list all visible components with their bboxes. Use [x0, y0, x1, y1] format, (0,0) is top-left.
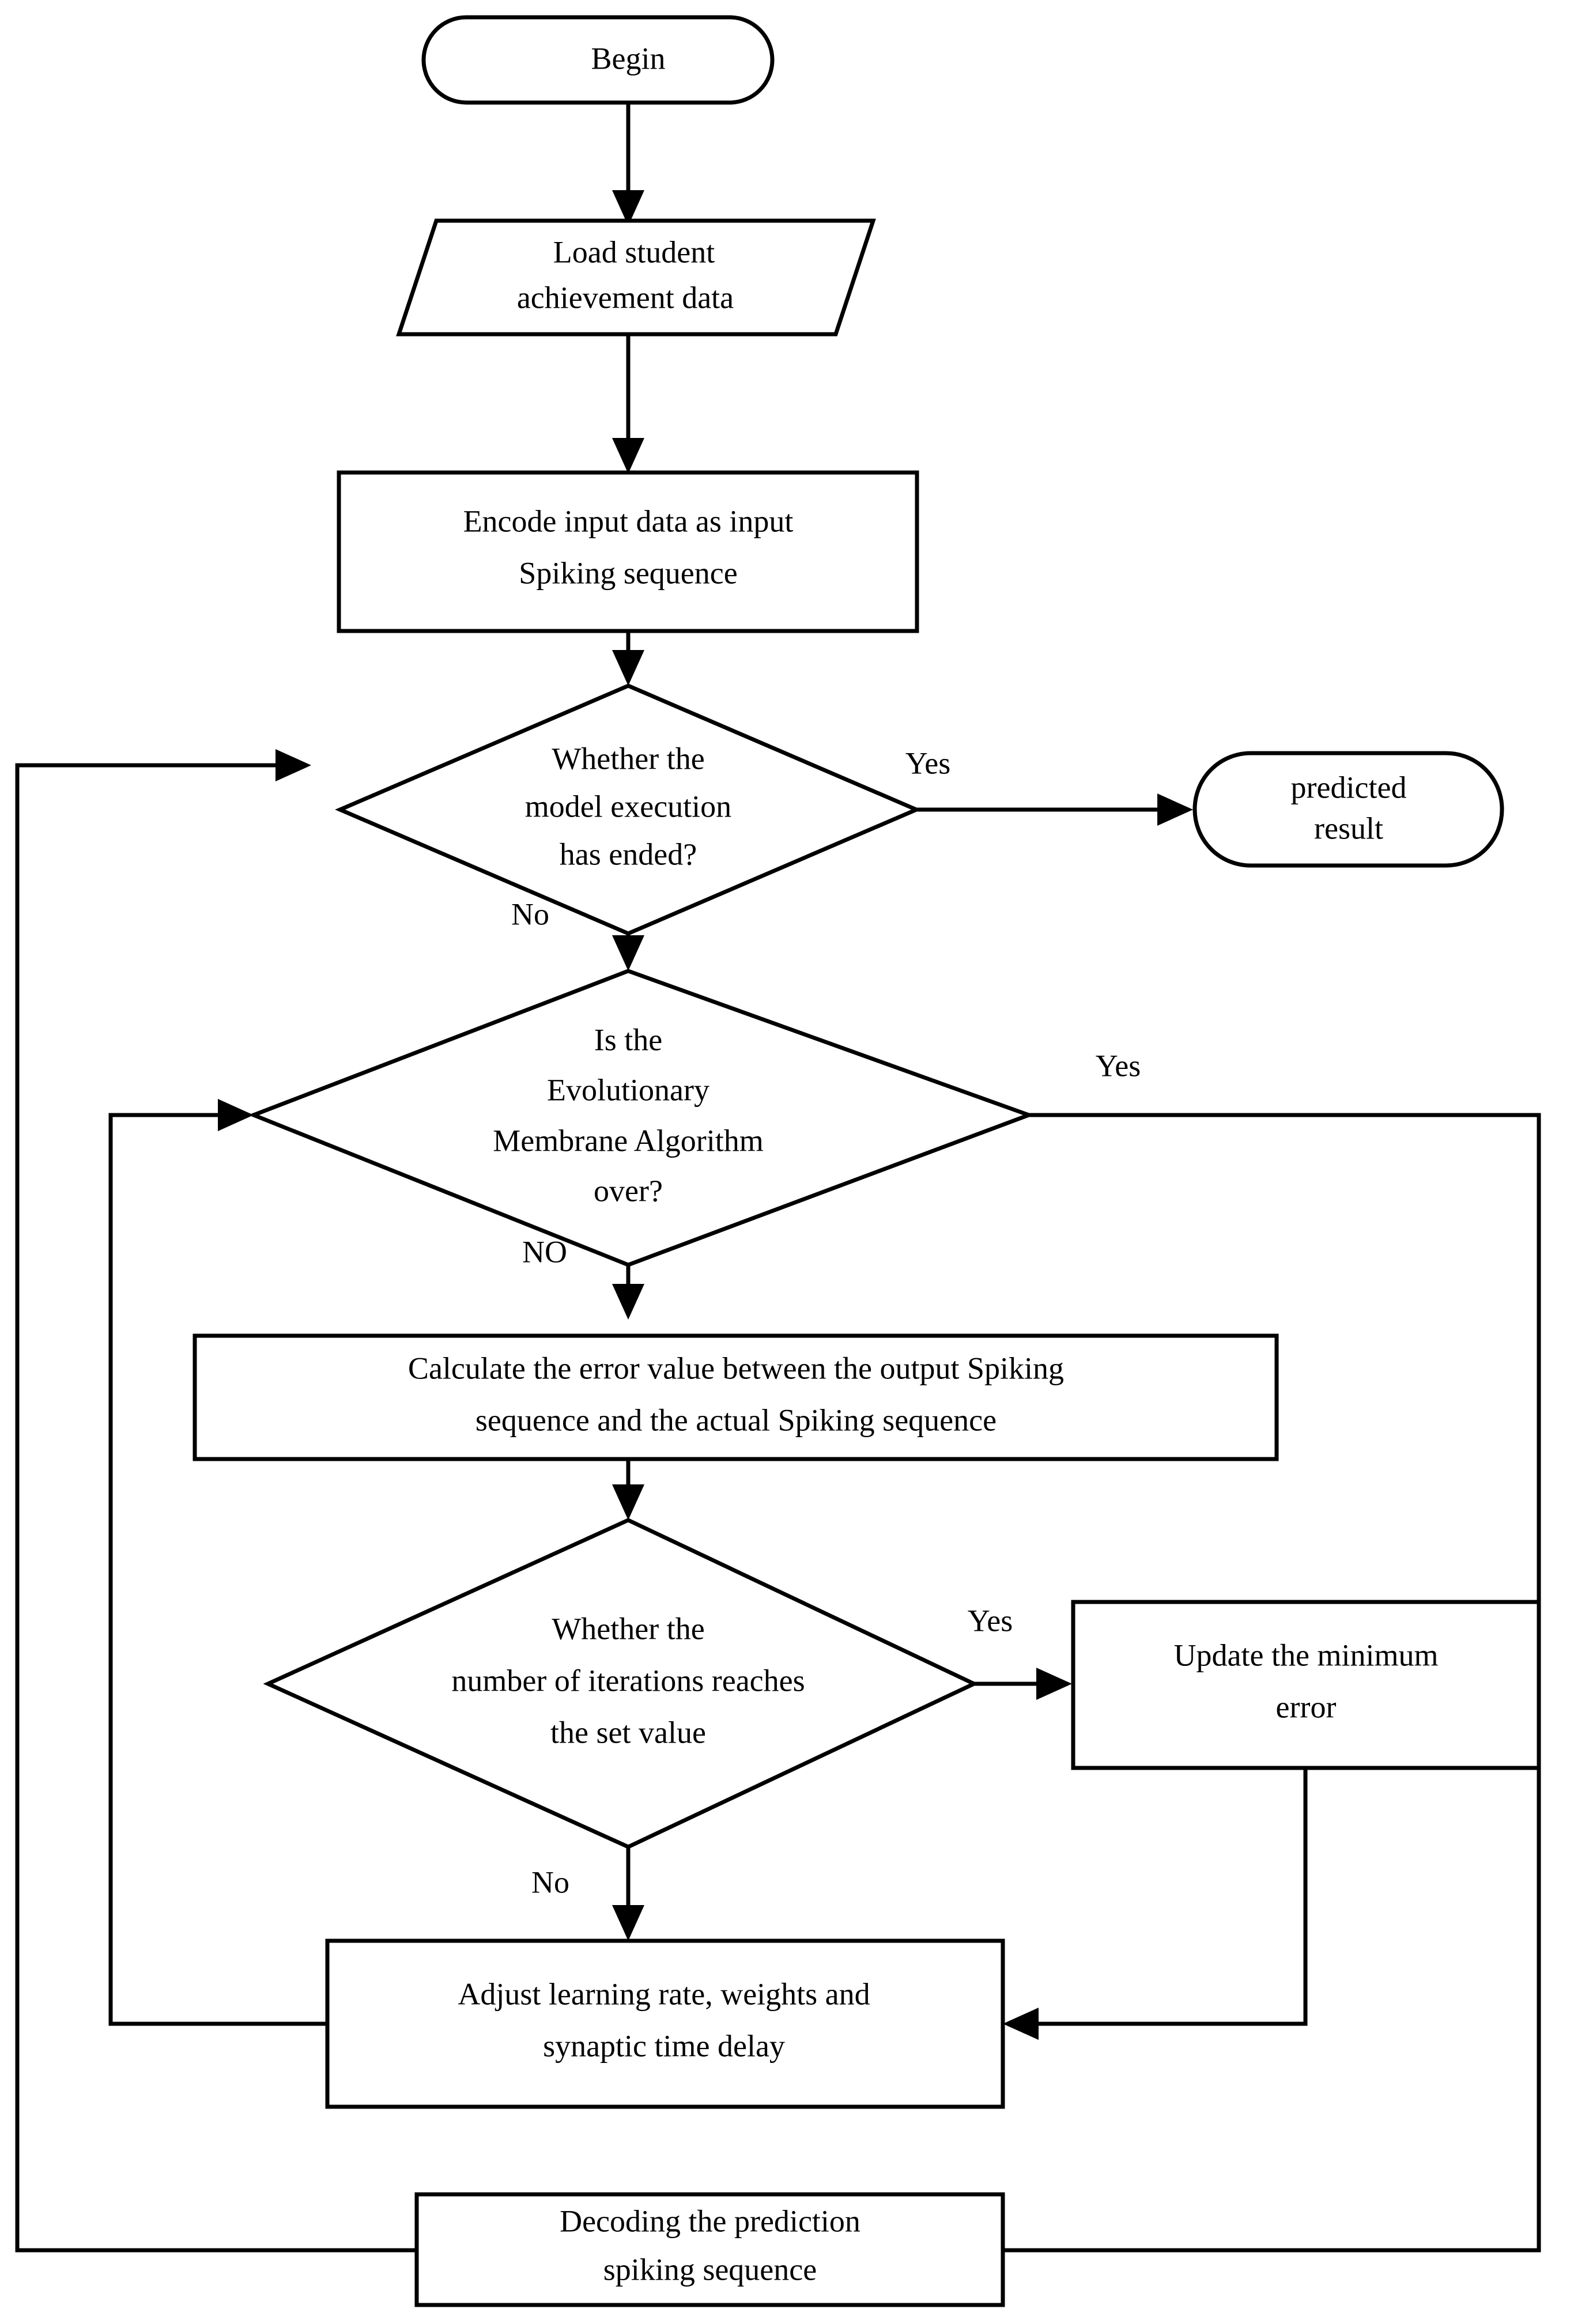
node-encode[interactable]: Encode input data as input Spiking seque… [337, 470, 919, 633]
edge-decode-to-model-ended-loop [15, 749, 417, 2253]
encode-label-line1: Encode input data as input [463, 504, 794, 538]
adjust-params-label-line1: Adjust learning rate, weights and [458, 1977, 870, 2011]
edge-label-iterations-yes: Yes [968, 1603, 1013, 1638]
node-model-ended[interactable]: Whether the model execution has ended? [335, 683, 922, 936]
update-min-error-process-shape [1071, 1600, 1541, 1770]
edge-label-model-ended-no: No [511, 897, 549, 931]
ema-over-label-line1: Is the [594, 1022, 662, 1057]
edge-label-iterations-no: No [531, 1865, 569, 1899]
iterations-reached-label-line2: number of iterations reaches [451, 1663, 805, 1698]
ema-over-decision-shape [248, 969, 1035, 1267]
calculate-error-process-shape [193, 1333, 1279, 1461]
adjust-params-label-line2: synaptic time delay [543, 2028, 785, 2063]
model-ended-decision-shape [335, 683, 922, 936]
ema-over-label-line3: Membrane Algorithm [493, 1123, 763, 1158]
node-calculate-error[interactable]: Calculate the error value between the ou… [193, 1333, 1279, 1461]
predicted-result-terminator-shape [1192, 751, 1504, 868]
begin-terminator-shape [421, 15, 775, 105]
predicted-result-label-line2: result [1314, 811, 1383, 845]
edge-load-to-encode [612, 334, 644, 474]
predicted-result-label-line1: predicted [1291, 770, 1407, 804]
begin-label: Begin [591, 41, 666, 75]
encode-label-line2: Spiking sequence [519, 556, 737, 590]
edge-begin-to-load [612, 103, 644, 226]
calculate-error-label-line2: sequence and the actual Spiking sequence [475, 1403, 997, 1437]
calculate-error-label-line1: Calculate the error value between the ou… [408, 1351, 1064, 1385]
encode-process-shape [337, 470, 919, 633]
load-data-label-line1: Load student [553, 235, 715, 269]
edge-encode-to-model-ended [612, 631, 644, 686]
edge-update-to-adjust [1003, 1768, 1308, 2040]
load-data-label-line2: achievement data [517, 280, 734, 315]
edge-model-ended-yes [916, 793, 1193, 826]
iterations-reached-label-line3: the set value [550, 1715, 706, 1749]
node-adjust-params[interactable]: Adjust learning rate, weights and synapt… [325, 1938, 1005, 2109]
model-ended-label-line1: Whether the [552, 741, 704, 776]
iterations-reached-label-line1: Whether the [552, 1611, 704, 1646]
edge-label-model-ended-yes: Yes [905, 746, 951, 780]
node-begin[interactable]: Begin [421, 15, 775, 105]
edge-label-ema-no: NO [522, 1234, 567, 1269]
edge-adjust-to-ema-loop [108, 1099, 327, 2026]
node-predicted-result[interactable]: predicted result [1192, 751, 1504, 868]
edge-iterations-no [612, 1847, 644, 1941]
update-min-error-label-line2: error [1276, 1690, 1337, 1724]
decode-process-shape [414, 2192, 1005, 2307]
iterations-reached-decision-shape [263, 1518, 979, 1849]
ema-over-label-line2: Evolutionary [547, 1072, 709, 1107]
edge-iterations-yes [974, 1668, 1072, 1700]
node-ema-over[interactable]: Is the Evolutionary Membrane Algorithm o… [248, 969, 1035, 1267]
edge-model-ended-no [612, 934, 644, 971]
edge-ema-no [612, 1265, 644, 1320]
model-ended-label-line2: model execution [525, 789, 731, 823]
ema-over-label-line4: over? [594, 1173, 663, 1208]
decode-label-line1: Decoding the prediction [560, 2204, 860, 2238]
model-ended-label-line3: has ended? [560, 837, 697, 871]
load-data-parallelogram-shape [396, 218, 876, 337]
update-min-error-label-line1: Update the minimum [1174, 1638, 1439, 1672]
decode-label-line2: spiking sequence [603, 2252, 817, 2287]
edge-label-ema-yes: Yes [1096, 1048, 1141, 1083]
node-iterations-reached[interactable]: Whether the number of iterations reaches… [263, 1518, 979, 1849]
node-update-min-error[interactable]: Update the minimum error [1071, 1600, 1541, 1770]
adjust-params-process-shape [325, 1938, 1005, 2109]
node-decode[interactable]: Decoding the prediction spiking sequence [414, 2192, 1005, 2307]
node-load-data[interactable]: Load student achievement data [396, 218, 876, 337]
edge-calculate-to-iterations [612, 1459, 644, 1520]
